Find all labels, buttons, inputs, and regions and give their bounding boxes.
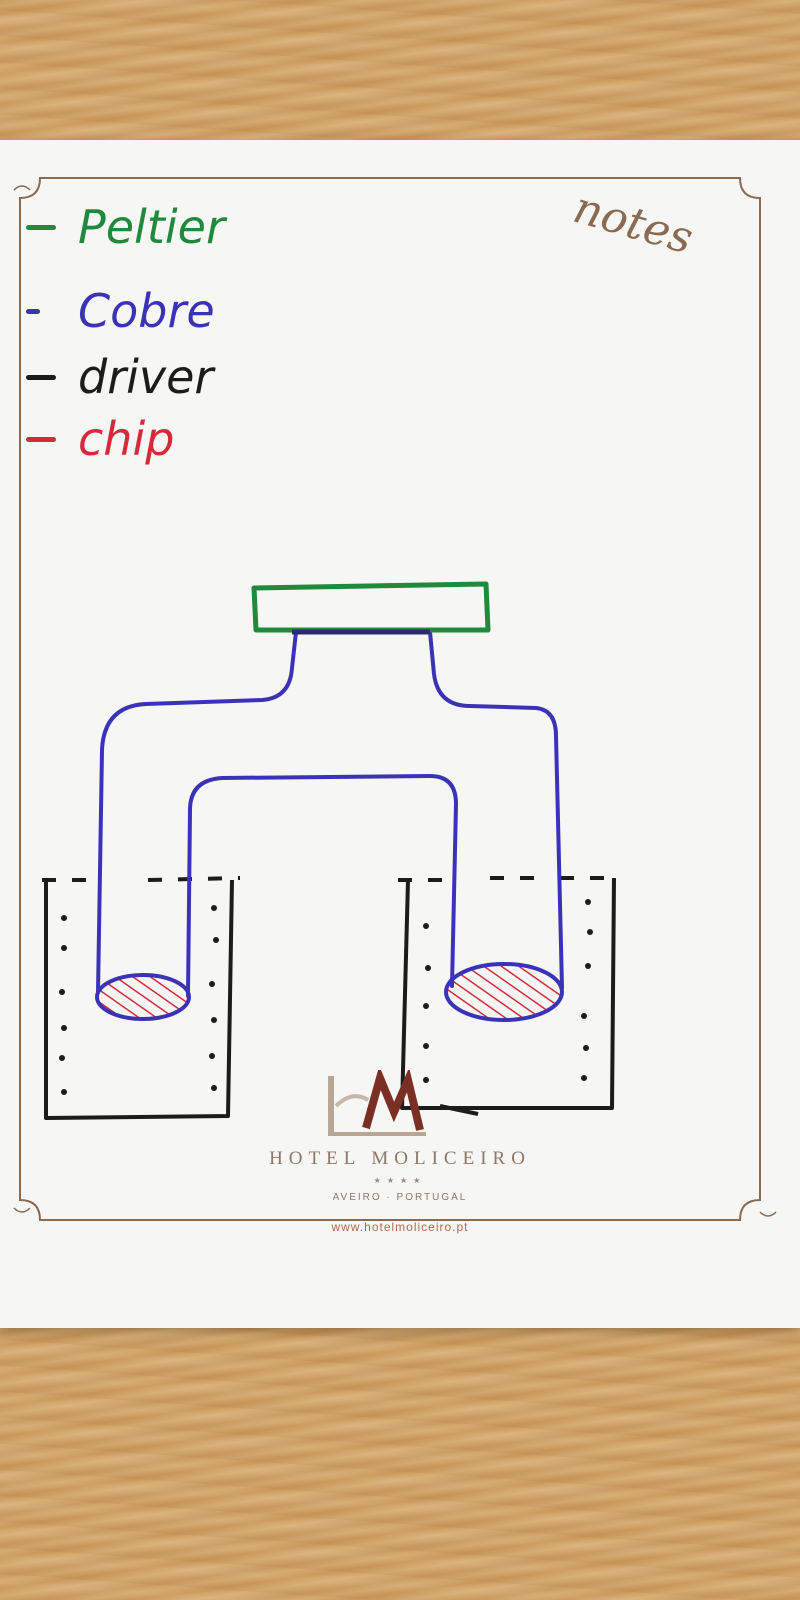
hotel-logo-icon [322, 1070, 432, 1140]
hotel-note-card: notes Peltier Cobre driver chip [0, 140, 800, 1328]
chip-left [97, 975, 189, 1019]
hotel-stars: ★★★★ [0, 1176, 800, 1185]
hotel-location: AVEIRO · PORTUGAL [0, 1192, 800, 1203]
copper-pipe [98, 632, 562, 996]
peltier-module [254, 584, 488, 632]
chip-right [446, 964, 562, 1020]
hotel-url-link[interactable]: www.hotelmoliceiro.pt [0, 1220, 800, 1234]
hotel-name: HOTEL MOLICEIRO [0, 1148, 800, 1170]
